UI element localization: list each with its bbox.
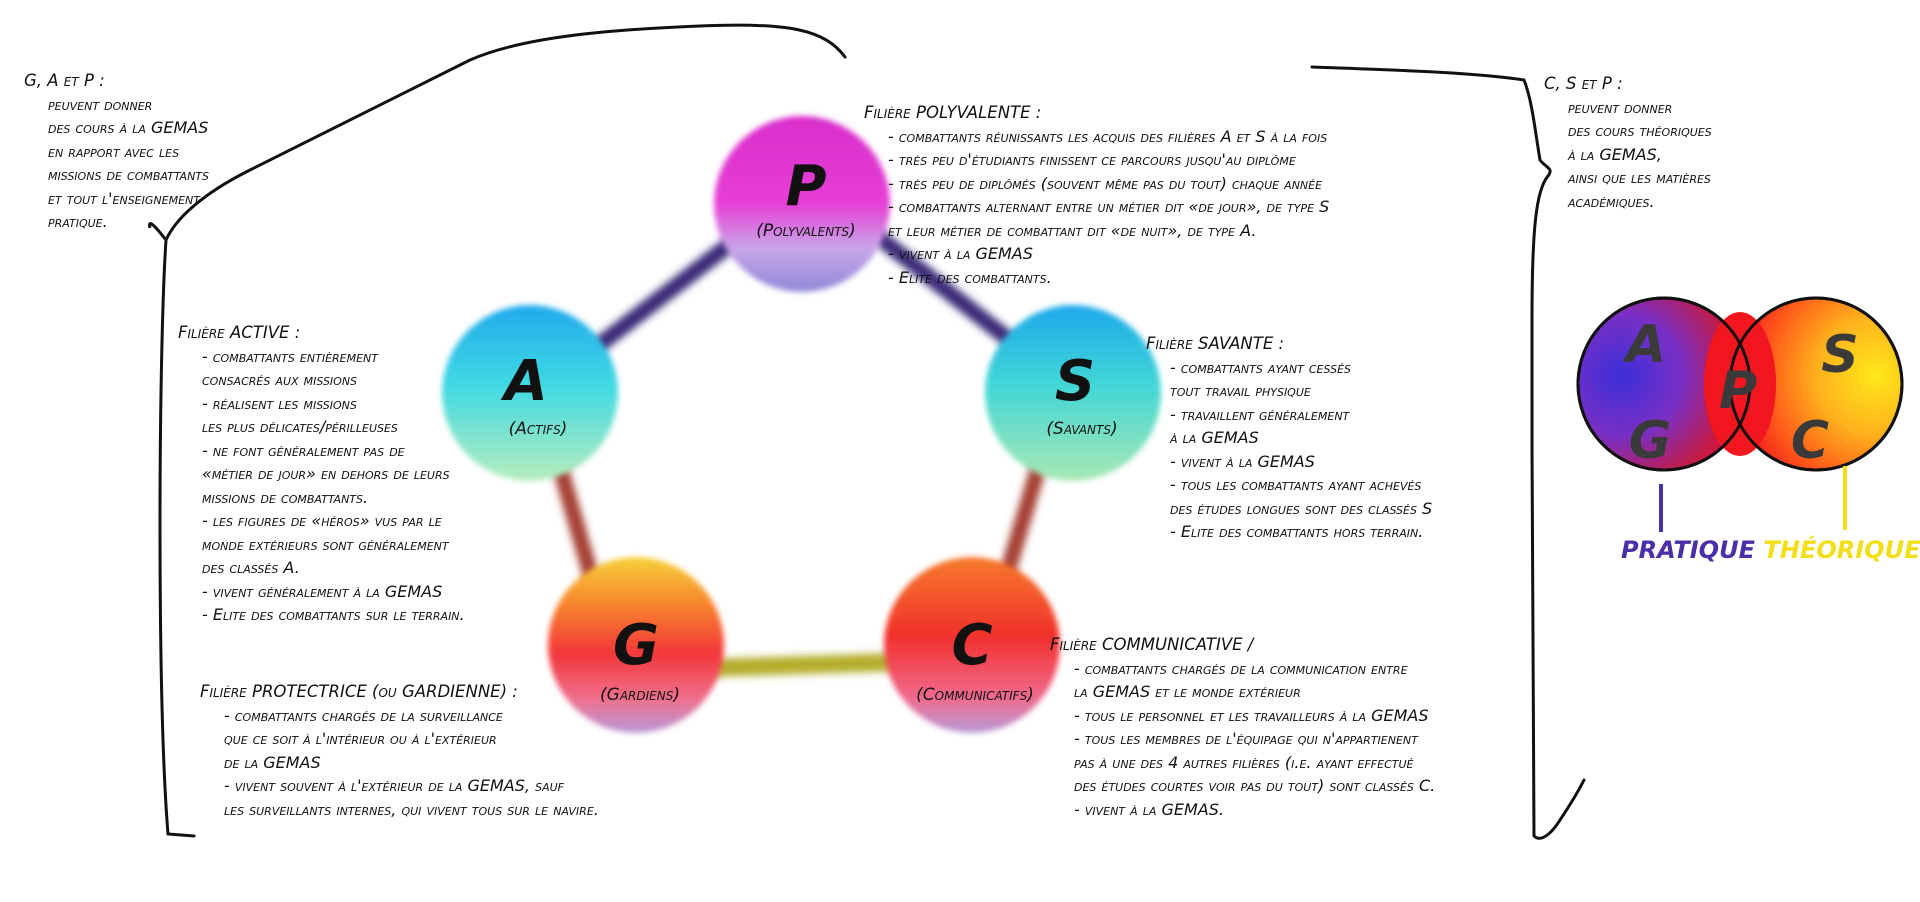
right-note-title: C, S et P : [1544, 74, 1623, 93]
savante-line: - Elite des combattants hors terrain. [1170, 522, 1424, 541]
communicative-line: - tous les membres de l'équipage qui n'a… [1074, 729, 1418, 748]
communicative-line: la GEMAS et le monde extérieur [1074, 682, 1301, 701]
active-line: missions de combattants. [202, 487, 369, 507]
polyvalente-line: - Elite des combattants. [888, 267, 1052, 287]
active-title: Filière ACTIVE : [178, 323, 301, 342]
savante-line: - vivent à la GEMAS [1170, 451, 1315, 471]
active-block: Filière ACTIVE : - combattants entièreme… [178, 321, 465, 627]
savante-line: des études longues sont des classés S [1170, 498, 1433, 518]
savante-line: à la GEMAS [1170, 428, 1259, 447]
active-line: les plus délicates/périlleuses [202, 417, 398, 436]
communicative-line: des études courtes voir pas du tout) son… [1074, 776, 1436, 795]
right-note-line: académiques. [1568, 191, 1655, 211]
protectrice-line: que ce soit à l'intérieur ou à l'extérie… [224, 729, 497, 748]
communicative-block: Filière COMMUNICATIVE / - combattants ch… [1050, 633, 1435, 821]
pratique-label: PRATIQUE [1621, 536, 1756, 564]
polyvalente-block: Filière POLYVALENTE : - combattants réun… [864, 101, 1329, 289]
right-note-line: ainsi que les matières [1568, 168, 1711, 187]
node-A [442, 305, 618, 481]
savante-line: - tous les combattants ayant achevés [1170, 475, 1422, 494]
right-note-line: peuvent donner [1568, 97, 1673, 117]
protectrice-block: Filière PROTECTRICE (ou GARDIENNE) : - c… [200, 680, 599, 821]
node-C-letter: C [951, 613, 992, 678]
left-note-line: missions de combattants [48, 165, 209, 184]
venn-letter-S: S [1821, 325, 1858, 385]
node-G [548, 557, 724, 733]
communicative-title: Filière COMMUNICATIVE / [1050, 635, 1254, 654]
right-bracket [1310, 65, 1586, 840]
protectrice-title: Filière PROTECTRICE (ou GARDIENNE) : [200, 682, 518, 701]
polyvalente-line: - combattants réunissants les acquis des… [888, 126, 1328, 146]
polyvalente-line: et leur métier de combattant dit «de nui… [888, 220, 1257, 240]
node-G-letter: G [613, 613, 659, 678]
active-line: des classés A. [202, 558, 300, 577]
venn-letter-C: C [1791, 411, 1829, 471]
active-line: - ne font généralement pas de [202, 440, 405, 460]
active-line: - réalisent les missions [202, 393, 357, 413]
link-G-C [697, 653, 909, 677]
left-note-line: et tout l'enseignement [48, 188, 200, 208]
active-line: - combattants entièrement [202, 346, 379, 366]
venn-letter-G: G [1629, 411, 1672, 471]
active-line: consacrés aux missions [202, 370, 358, 389]
active-line: - les figures de «héros» vus par le [202, 511, 442, 530]
node-S-label: (Savants) [1046, 419, 1117, 439]
communicative-line: - combattants chargés de la communicatio… [1074, 658, 1408, 678]
savante-line: tout travail physique [1170, 381, 1311, 400]
protectrice-line: les surveillants internes, qui vivent to… [224, 799, 599, 819]
right-note: C, S et P : peuvent donner des cours thé… [1544, 72, 1712, 213]
left-note-brace [148, 222, 168, 241]
savante-line: - combattants ayant cessés [1170, 357, 1352, 377]
right-note-line: à la GEMAS, [1568, 144, 1662, 164]
communicative-line: pas à une des 4 autres filières (i.e. ay… [1074, 752, 1414, 772]
savante-line: - travaillent généralement [1170, 404, 1350, 424]
venn-letter-P: P [1719, 361, 1757, 421]
node-S [985, 305, 1161, 481]
node-P-label: (Polyvalents) [756, 221, 856, 241]
savante-block: Filière SAVANTE : - combattants ayant ce… [1146, 332, 1432, 544]
protectrice-line: - combattants chargés de la surveillance [224, 705, 503, 725]
left-note-title: G, A et P : [24, 71, 105, 90]
node-A-label: (Actifs) [509, 419, 568, 439]
venn-diagram: A G P S C PRATIQUE THÉORIQUE [1576, 296, 1920, 564]
node-C-label: (Communicatifs) [916, 685, 1034, 705]
left-note-line: peuvent donner [48, 94, 153, 114]
active-line: monde extérieurs sont généralement [202, 534, 449, 554]
pentagon-links [550, 230, 1048, 677]
node-S-letter: S [1055, 349, 1095, 414]
protectrice-line: - vivent souvent à l'extérieur de la GEM… [224, 776, 564, 795]
polyvalente-line: - très peu d'étudiants finissent ce parc… [888, 150, 1296, 169]
left-note-line: en rapport avec les [48, 141, 180, 161]
node-C [884, 557, 1060, 733]
communicative-line: - vivent à la GEMAS. [1074, 799, 1224, 819]
venn-letter-A: A [1622, 315, 1666, 375]
savante-title: Filière SAVANTE : [1146, 334, 1285, 353]
left-note-line: des cours à la GEMAS [48, 118, 209, 137]
active-line: - vivent généralement à la GEMAS [202, 581, 443, 601]
left-note-line: pratique. [48, 212, 108, 231]
active-line: - Elite des combattants sur le terrain. [202, 605, 465, 624]
theorique-label: THÉORIQUE [1764, 535, 1920, 564]
right-note-line: des cours théoriques [1568, 121, 1712, 140]
link-P-S [872, 230, 1020, 350]
left-bracket [158, 23, 847, 838]
polyvalente-line: - vivent à la GEMAS [888, 244, 1033, 263]
node-G-label: (Gardiens) [600, 685, 680, 705]
left-note: G, A et P : peuvent donner des cours à l… [24, 69, 209, 234]
communicative-line: - tous le personnel et les travailleurs … [1074, 705, 1429, 725]
link-P-A [577, 230, 746, 364]
node-P-letter: P [785, 154, 826, 219]
node-P [714, 116, 890, 292]
protectrice-line: de la GEMAS [224, 752, 321, 772]
active-line: «métier de jour» en dehors de leurs [202, 464, 450, 483]
polyvalente-title: Filière POLYVALENTE : [864, 103, 1042, 122]
polyvalente-line: - combattants alternant entre un métier … [888, 197, 1330, 216]
polyvalente-line: - très peu de diplômés (souvent même pas… [888, 173, 1323, 193]
node-A-letter: A [500, 349, 547, 414]
